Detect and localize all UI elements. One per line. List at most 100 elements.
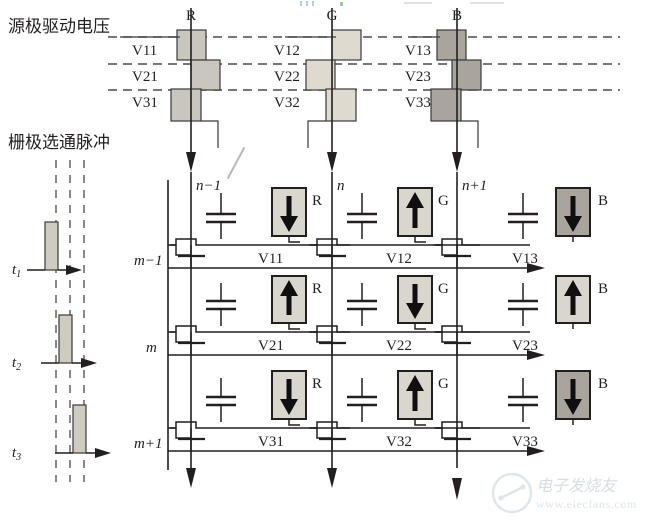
- source-label-v23: V23: [405, 69, 431, 85]
- cell-voltage-label-v22: V22: [386, 338, 412, 354]
- data-line-col1-arrowhead-bottom: [186, 468, 196, 488]
- pixel-cell-v33[interactable]: B V33: [434, 370, 608, 451]
- matrix-row-label-3: m+1: [134, 436, 162, 452]
- data-lines: [186, 8, 462, 500]
- lc-color-label-v31: R: [312, 376, 322, 392]
- cell-voltage-label-v33: V33: [512, 434, 538, 450]
- pixel-cell-v21[interactable]: R V21: [168, 275, 350, 355]
- data-line-col2-arrowhead-bottom: [327, 468, 337, 488]
- cell-voltage-label-v13: V13: [512, 251, 538, 267]
- source-drive-section: 源极驱动电压 R G B V11 V21 V31 V12 V22 V32 V13…: [8, 8, 620, 148]
- source-block-v13: [436, 29, 467, 61]
- pixel-cell-v31[interactable]: R V31: [168, 370, 350, 451]
- data-line-col3-arrowhead: [452, 152, 462, 172]
- tft-source-branch-v11: [168, 238, 350, 246]
- gate-section-title: 栅极选通脉冲: [8, 133, 110, 153]
- gate-time-label-1: t1: [12, 262, 21, 280]
- lc-arrow-down-v33: [564, 379, 582, 415]
- gate-pulse-3: t3: [12, 404, 111, 463]
- source-block-v21: [190, 59, 221, 91]
- tft-source-branch-v22: [309, 325, 480, 333]
- lc-color-label-v11: R: [312, 193, 322, 209]
- lc-lead-v21: [288, 323, 300, 330]
- gate-pulse-bar-3: [72, 404, 87, 454]
- source-block-v33: [430, 88, 462, 122]
- lc-lead-v22: [414, 323, 426, 330]
- lc-arrow-up-v12: [406, 192, 424, 228]
- matrix-row-label-1: m−1: [134, 253, 162, 269]
- lc-color-label-v33: B: [598, 376, 608, 392]
- cell-voltage-label-v11: V11: [258, 251, 283, 267]
- source-label-v21: V21: [132, 69, 158, 85]
- matrix-column-label-1: n−1: [196, 178, 221, 194]
- data-line-col3-arrowhead-bottom: [452, 478, 462, 500]
- gate-axis-arrow-3: [95, 448, 111, 458]
- tft-source-branch-v13: [434, 238, 530, 246]
- pixel-cell-v32[interactable]: G V32: [309, 370, 480, 451]
- lc-arrow-down-v13: [564, 196, 582, 232]
- lc-arrow-down-v22: [406, 284, 424, 319]
- cell-voltage-label-v21: V21: [258, 338, 284, 354]
- source-block-v12: [331, 29, 362, 61]
- gate-time-label-2: t2: [12, 355, 21, 373]
- gate-axis-arrow-2: [81, 358, 97, 368]
- gate-axis-arrow-1: [66, 265, 82, 275]
- gate-line-row3-arrow: [527, 446, 545, 456]
- tft-source-branch-v32: [309, 421, 480, 429]
- lc-lead-v31: [288, 419, 300, 426]
- lc-color-label-v13: B: [598, 193, 608, 209]
- lc-lead-v11: [288, 236, 300, 243]
- data-line-col1-arrowhead: [186, 152, 196, 172]
- tft-source-branch-v12: [309, 238, 480, 246]
- lc-color-label-v21: R: [312, 281, 322, 297]
- pixel-cell-v22[interactable]: G V22: [309, 275, 480, 355]
- lc-arrow-up-v23: [564, 280, 582, 315]
- pixel-cell-v12[interactable]: G V12: [309, 187, 480, 268]
- source-label-v12: V12: [274, 43, 300, 59]
- tft-source-branch-v33: [434, 421, 530, 429]
- matrix-column-label-3: n+1: [462, 178, 487, 194]
- lc-color-label-v12: G: [438, 193, 449, 209]
- gate-pulse-section: 栅极选通脉冲 t1 t2 t3: [8, 133, 111, 482]
- source-label-v13: V13: [405, 43, 431, 59]
- source-block-v31: [170, 88, 202, 122]
- lc-color-label-v23: B: [598, 281, 608, 297]
- tft-source-branch-v21: [168, 325, 350, 333]
- lc-arrow-down-v11: [280, 196, 298, 232]
- matrix-row-label-2: m: [146, 340, 157, 356]
- cell-voltage-label-v12: V12: [386, 251, 412, 267]
- lc-arrow-up-v21: [280, 280, 298, 315]
- lc-color-label-v22: G: [438, 281, 449, 297]
- source-label-v11: V11: [132, 43, 157, 59]
- source-label-v32: V32: [274, 95, 300, 111]
- matrix-column-label-2: n: [337, 178, 345, 194]
- data-line-col2-arrowhead: [327, 152, 337, 172]
- cell-voltage-label-v31: V31: [258, 434, 284, 450]
- pixel-cell-v13[interactable]: B V13: [434, 187, 608, 268]
- lc-color-label-v32: G: [438, 376, 449, 392]
- gate-line-row2-arrow: [527, 350, 545, 360]
- source-waveform-g: [305, 29, 362, 148]
- scan-artifacts: [300, 1, 504, 6]
- lc-arrow-up-v32: [406, 375, 424, 411]
- source-tail-r: [201, 120, 219, 148]
- source-tail-b: [461, 120, 479, 148]
- source-block-v32: [325, 88, 357, 122]
- gate-pulse-bar-1: [44, 221, 59, 271]
- gate-pulse-bar-2: [58, 314, 73, 364]
- pixel-cell-v23[interactable]: B V23: [434, 275, 608, 355]
- lc-lead-v12: [414, 236, 426, 243]
- source-section-title: 源极驱动电压: [8, 17, 110, 37]
- tft-source-branch-v23: [434, 325, 530, 333]
- lc-lead-v32: [414, 419, 426, 426]
- source-label-v22: V22: [274, 69, 300, 85]
- gate-line-row1-arrow: [527, 263, 545, 273]
- source-block-v22: [305, 59, 336, 91]
- source-tail-g: [307, 120, 326, 148]
- cell-voltage-label-v32: V32: [386, 434, 412, 450]
- pixel-cell-v11[interactable]: R V11: [168, 187, 350, 268]
- lc-arrow-down-v31: [280, 379, 298, 415]
- cell-voltage-label-v23: V23: [512, 338, 538, 354]
- gate-pulse-1: t1: [12, 221, 82, 280]
